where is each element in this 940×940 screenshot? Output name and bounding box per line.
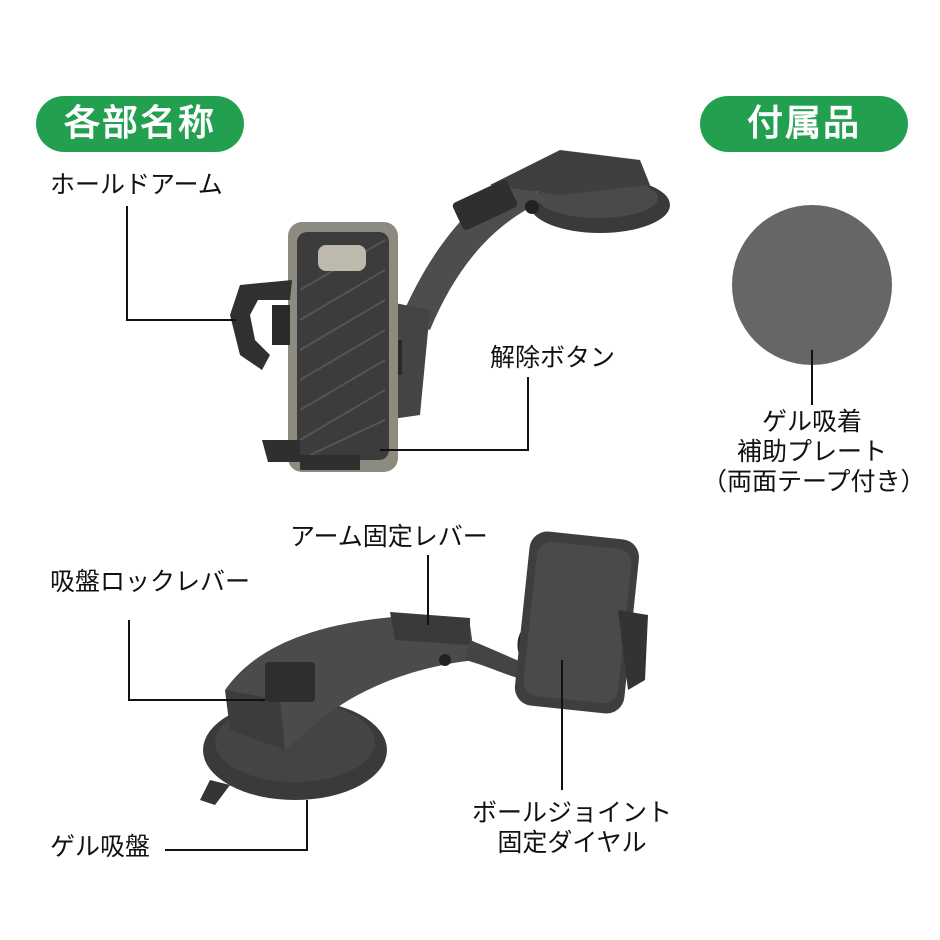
ball-joint-line2: 固定ダイヤル	[497, 828, 647, 857]
accessories-title: 付属品	[746, 103, 861, 144]
label-hold-arm: ホールドアーム	[50, 170, 223, 199]
label-ball-joint-dial: ボールジョイント 固定ダイヤル	[452, 798, 692, 858]
label-gel-plate: ゲル吸着 補助プレート （両面テープ付き）	[702, 407, 926, 497]
parts-title: 各部名称	[63, 103, 216, 144]
top-holder-product	[230, 150, 670, 472]
label-arm-lock-lever: アーム固定レバー	[290, 522, 488, 551]
label-gel-suction: ゲル吸盤	[50, 832, 151, 861]
accessories-title-badge: 付属品	[700, 96, 908, 152]
label-release-button: 解除ボタン	[490, 343, 616, 372]
parts-title-badge: 各部名称	[36, 96, 244, 152]
label-suction-lock-lever: 吸盤ロックレバー	[50, 567, 251, 596]
gel-plate-line3: （両面テープ付き）	[702, 467, 926, 496]
gel-plate-line2: 補助プレート	[736, 437, 887, 466]
leader-lines	[126, 206, 813, 851]
bottom-base-product	[200, 531, 648, 805]
gel-plate-disc	[732, 205, 892, 365]
gel-plate-line1: ゲル吸着	[761, 407, 862, 436]
ball-joint-line1: ボールジョイント	[471, 798, 672, 827]
